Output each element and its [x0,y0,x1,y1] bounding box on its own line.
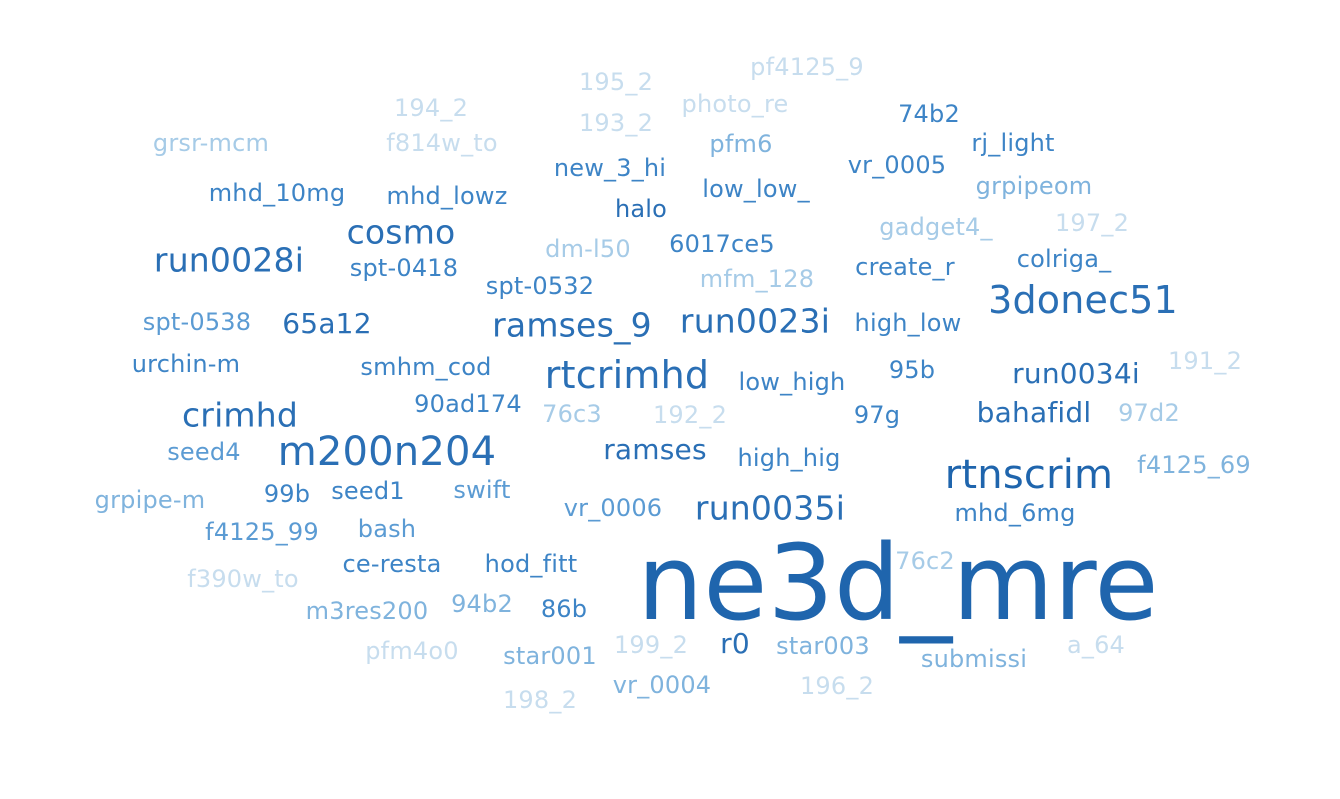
cloud-word: pfm6 [709,130,773,158]
cloud-word: f390w_to [187,565,299,593]
cloud-word: run0035i [694,488,846,528]
cloud-word: spt-0418 [349,254,459,282]
cloud-word: 86b [540,595,588,623]
cloud-word: bash [357,515,417,543]
cloud-word: 194_2 [393,94,469,122]
cloud-word: create_r [855,253,955,281]
cloud-word: spt-0538 [142,308,252,336]
cloud-word: 74b2 [898,100,960,128]
cloud-word: high_hig [737,444,841,472]
cloud-word: dm-l50 [545,235,631,263]
cloud-word: 197_2 [1054,209,1130,237]
cloud-word: r0 [720,627,750,660]
cloud-word: 199_2 [613,631,689,659]
cloud-word: smhm_cod [360,353,492,381]
cloud-word: rtcrimhd [544,353,710,397]
cloud-word: seed4 [167,438,241,466]
cloud-word: low_low_ [702,175,810,203]
cloud-word: cosmo [346,212,456,252]
cloud-word: 76c2 [895,547,955,575]
cloud-word: mhd_lowz [386,182,508,210]
cloud-word: f814w_to [386,129,498,157]
cloud-word: vr_0005 [847,151,947,179]
cloud-word: mfm_128 [699,265,815,293]
cloud-word: bahafidl [976,396,1092,429]
cloud-word: hod_fitt [484,550,578,578]
cloud-word: ramses [603,433,707,466]
cloud-word: m3res200 [305,597,429,625]
cloud-word: 76c3 [542,400,602,428]
cloud-word: run0028i [153,240,305,280]
cloud-word: mhd_10mg [208,179,346,207]
cloud-word: halo [614,195,668,223]
cloud-word: star003 [776,632,870,660]
cloud-word: star001 [503,642,597,670]
cloud-word: 65a12 [282,307,372,340]
cloud-word: 192_2 [652,401,728,429]
cloud-word: f4125_69 [1137,451,1251,479]
cloud-word: swift [453,476,511,504]
cloud-word: 90ad174 [414,390,522,418]
cloud-word: 191_2 [1167,347,1243,375]
cloud-word: urchin-m [131,350,241,378]
cloud-word: vr_0004 [612,671,712,699]
cloud-word: f4125_99 [205,518,319,546]
cloud-word: photo_re [681,90,789,118]
cloud-word: 99b [263,480,311,508]
cloud-word: 95b [888,356,936,384]
cloud-word: colriga_ [1016,245,1112,273]
cloud-word: grsr-mcm [152,129,270,157]
cloud-word: 198_2 [502,686,578,714]
cloud-word: pf4125_9 [750,53,864,81]
cloud-word: pfm4o0 [365,637,459,665]
cloud-word: a_64 [1066,631,1126,659]
cloud-word: crimhd [181,395,299,435]
cloud-word: ne3d_mre [637,522,1159,644]
cloud-word: spt-0532 [485,272,595,300]
cloud-word: 97g [853,401,901,429]
cloud-word: new_3_hi [553,154,667,182]
cloud-word: 193_2 [578,109,654,137]
cloud-word: ramses_9 [492,305,652,345]
cloud-word: gadget4_ [879,213,993,241]
cloud-word: submissi [920,645,1028,673]
cloud-word: 195_2 [578,68,654,96]
cloud-word: low_high [738,368,846,396]
cloud-word: rj_light [971,129,1055,157]
cloud-word: 94b2 [451,590,513,618]
cloud-word: 196_2 [799,672,875,700]
cloud-word: m200n204 [277,429,497,475]
cloud-word: 6017ce5 [669,230,775,258]
cloud-word: mhd_6mg [954,499,1076,527]
cloud-word: grpipeom [975,172,1093,200]
cloud-word: 3donec51 [988,278,1178,322]
cloud-word: grpipe-m [94,486,206,514]
cloud-word: run0023i [679,301,831,341]
cloud-word: 97d2 [1118,399,1180,427]
cloud-word: ce-resta [342,550,442,578]
cloud-word: rtnscrim [944,452,1114,498]
cloud-word: high_low [854,309,962,337]
cloud-word: seed1 [331,477,405,505]
cloud-word: run0034i [1012,357,1140,390]
cloud-word: vr_0006 [563,494,663,522]
